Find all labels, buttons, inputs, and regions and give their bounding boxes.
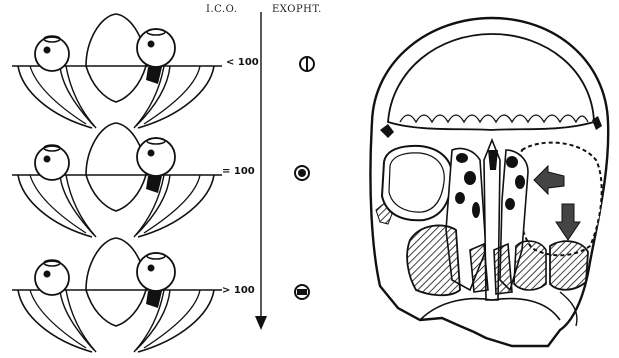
skull-coronal-section <box>370 18 608 346</box>
circle-vertical-bar-icon <box>300 57 314 71</box>
orbit-diagram-row-2 <box>12 123 222 237</box>
header-ico: I.C.O. <box>206 4 237 15</box>
circle-filled-dot-icon <box>295 166 309 180</box>
ratio-label-row-3: > 100 <box>222 285 255 296</box>
ratio-label-row-2: = 100 <box>222 166 255 177</box>
orbit-diagram-row-1 <box>12 14 222 128</box>
orbit-diagram-row-3 <box>12 238 222 352</box>
ratio-label-row-1: < 100 <box>226 57 259 68</box>
header-exopht: EXOPHT. <box>272 4 322 15</box>
circle-horizontal-bar-icon <box>295 285 309 299</box>
